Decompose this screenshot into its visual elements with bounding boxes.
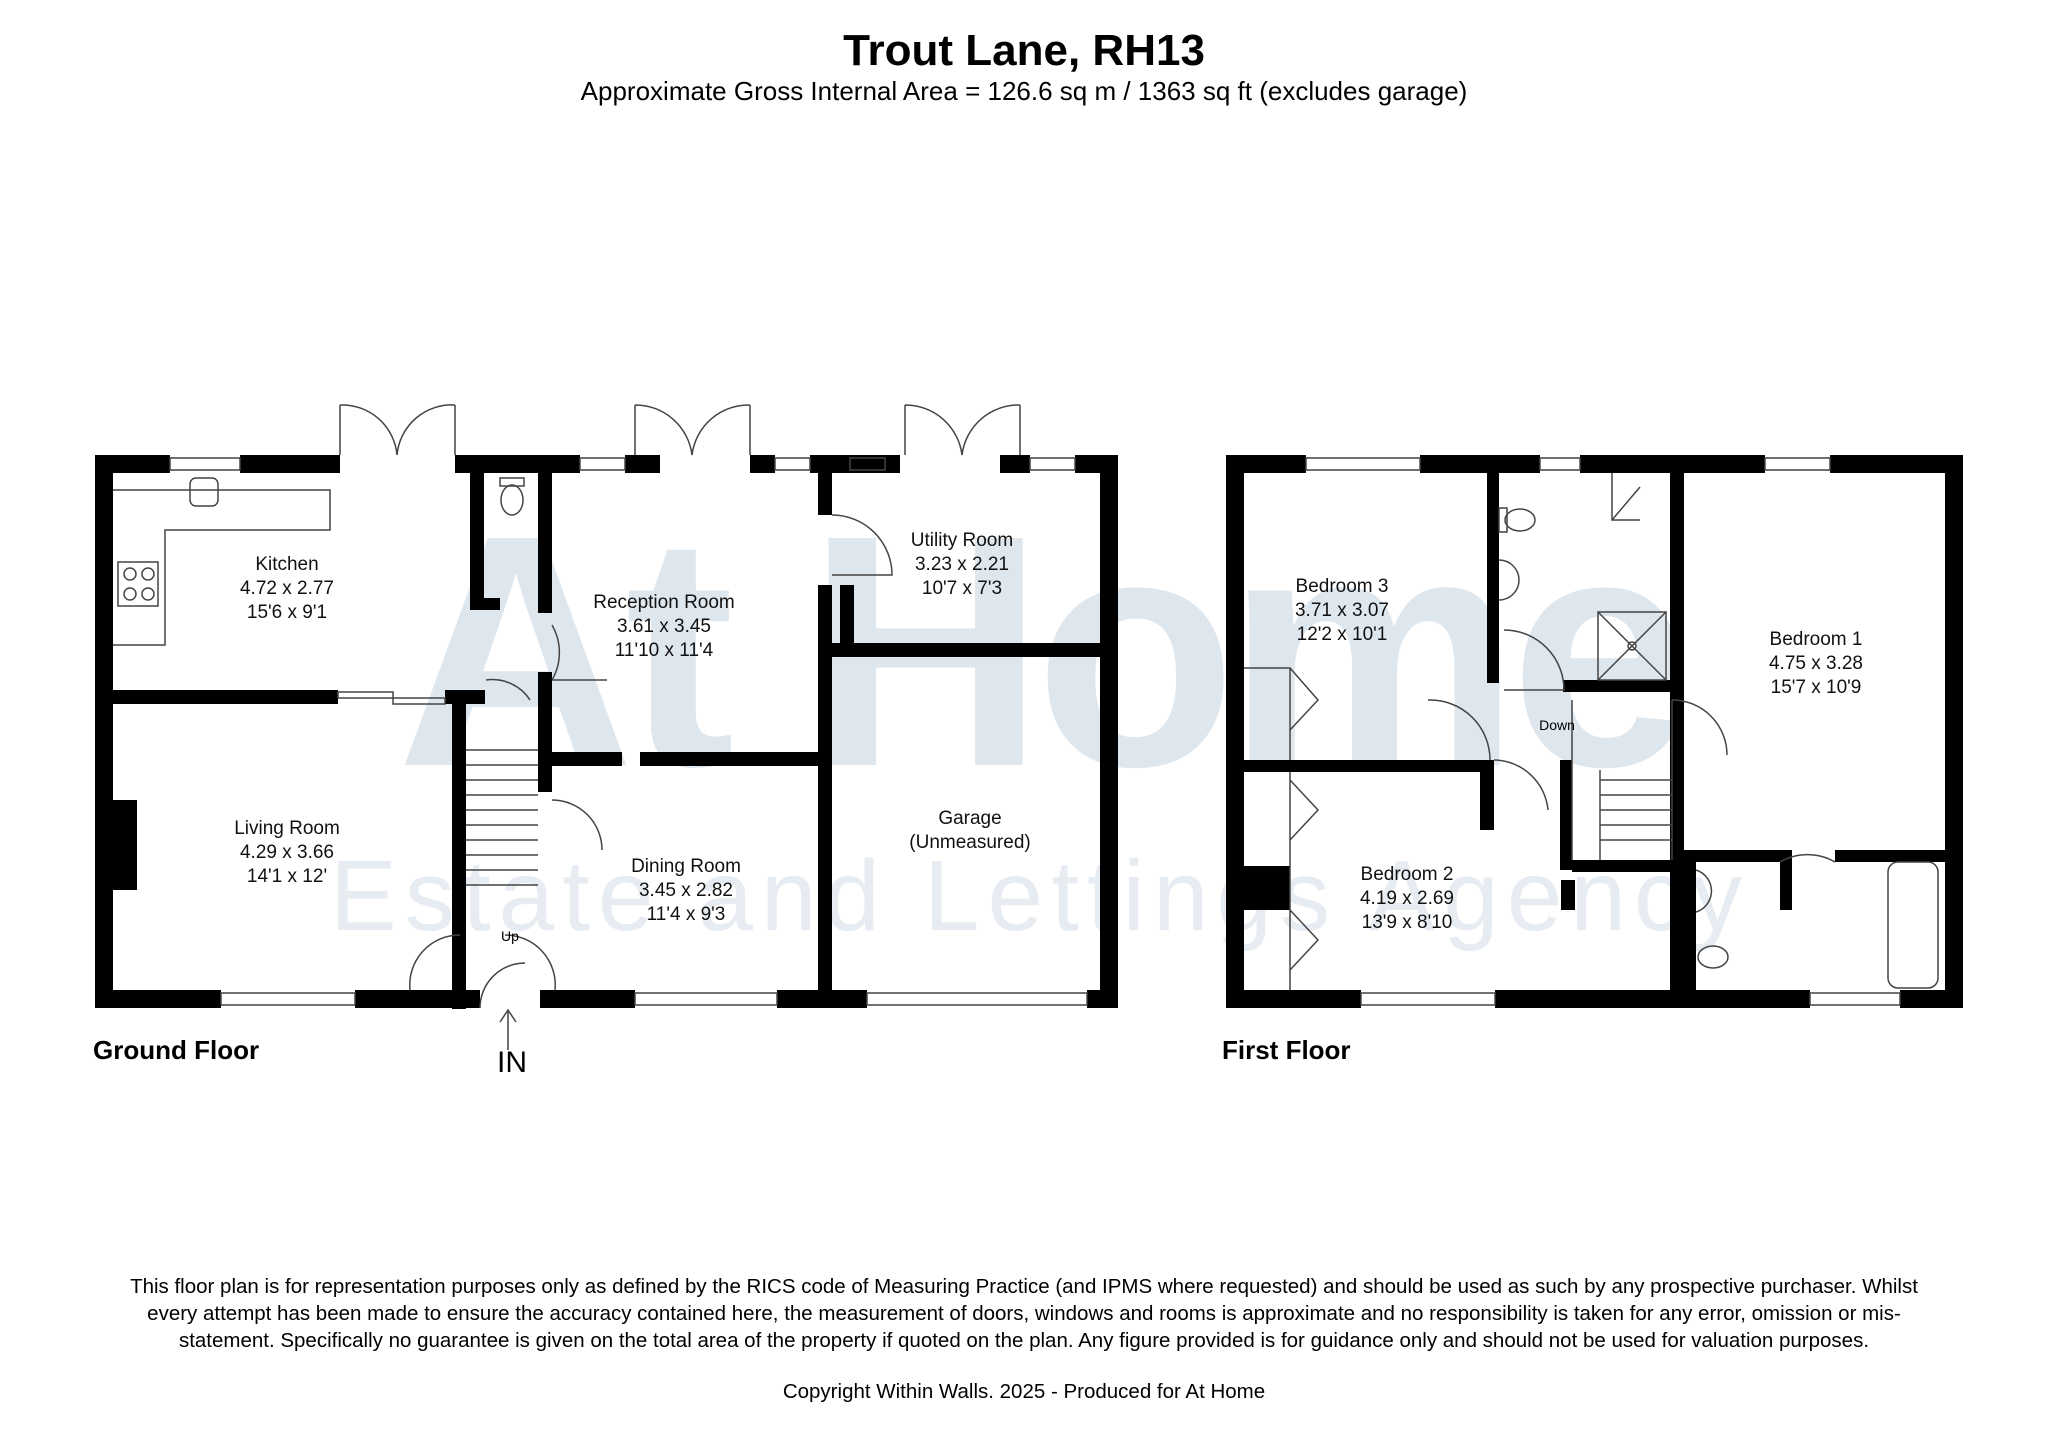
stairs-down-label: Down <box>1539 717 1575 733</box>
watermark: At Home Estate and Lettings Agency <box>330 466 1750 952</box>
room-bedroom-1: Bedroom 1 4.75 x 3.28 15'7 x 10'9 <box>1769 629 1863 698</box>
room-metric: 3.71 x 3.07 <box>1295 600 1389 621</box>
room-imperial: 11'4 x 9'3 <box>647 904 726 925</box>
room-imperial: 15'6 x 9'1 <box>247 602 327 623</box>
room-utility: Utility Room 3.23 x 2.21 10'7 x 7'3 <box>911 530 1013 599</box>
room-name: Bedroom 3 <box>1296 576 1389 597</box>
ground-floor-labels: Kitchen 4.72 x 2.77 15'6 x 9'1 Reception… <box>234 530 1031 1079</box>
copyright-text: Copyright Within Walls. 2025 - Produced … <box>782 1380 1266 1403</box>
room-imperial: 15'7 x 10'9 <box>1771 677 1862 698</box>
room-metric: 3.45 x 2.82 <box>639 880 733 901</box>
room-metric: 3.23 x 2.21 <box>915 554 1009 575</box>
room-living: Living Room 4.29 x 3.66 14'1 x 12' <box>234 818 340 887</box>
room-name: Kitchen <box>255 554 318 575</box>
room-imperial: 14'1 x 12' <box>247 866 327 887</box>
room-imperial: 10'7 x 7'3 <box>922 578 1002 599</box>
room-name: Garage <box>938 808 1001 829</box>
room-name: Bedroom 2 <box>1361 864 1454 885</box>
stairs-up-label: Up <box>501 928 519 944</box>
disclaimer-text: This floor plan is for representation pu… <box>130 1275 1918 1352</box>
room-imperial: 13'9 x 8'10 <box>1362 912 1453 933</box>
first-floor-labels: Bedroom 3 3.71 x 3.07 12'2 x 10'1 Bedroo… <box>1295 576 1863 933</box>
room-metric: 4.29 x 3.66 <box>240 842 334 863</box>
room-name: Living Room <box>234 818 340 839</box>
room-metric: 3.61 x 3.45 <box>617 616 711 637</box>
first-floor-details <box>1244 457 1939 1006</box>
ground-floor-plan <box>95 455 1118 1009</box>
room-name: Reception Room <box>593 592 735 613</box>
ground-floor-details <box>113 404 1088 1050</box>
entrance-label: IN <box>497 1046 527 1079</box>
wall <box>95 455 113 1008</box>
room-name: Dining Room <box>631 856 741 877</box>
watermark-tagline: Estate and Lettings Agency <box>330 840 1750 952</box>
room-metric: 4.72 x 2.77 <box>240 578 334 599</box>
room-bedroom-3: Bedroom 3 3.71 x 3.07 12'2 x 10'1 <box>1295 576 1389 645</box>
room-dining: Dining Room 3.45 x 2.82 11'4 x 9'3 <box>631 856 741 925</box>
room-metric: 4.75 x 3.28 <box>1769 653 1863 674</box>
page-title: Trout Lane, RH13 <box>843 26 1205 75</box>
room-reception: Reception Room 3.61 x 3.45 11'10 x 11'4 <box>593 592 735 661</box>
area-subtitle: Approximate Gross Internal Area = 126.6 … <box>580 76 1468 106</box>
room-imperial: 11'10 x 11'4 <box>615 640 714 661</box>
ground-floor-label: Ground Floor <box>93 1035 260 1065</box>
room-metric: 4.19 x 2.69 <box>1360 888 1454 909</box>
room-imperial: 12'2 x 10'1 <box>1297 624 1388 645</box>
room-bedroom-2: Bedroom 2 4.19 x 2.69 13'9 x 8'10 <box>1360 864 1454 933</box>
room-name: Bedroom 1 <box>1770 629 1863 650</box>
room-note: (Unmeasured) <box>909 832 1030 853</box>
first-floor-plan <box>1226 455 1963 1008</box>
room-name: Utility Room <box>911 530 1013 551</box>
room-garage: Garage (Unmeasured) <box>909 808 1030 853</box>
room-kitchen: Kitchen 4.72 x 2.77 15'6 x 9'1 <box>240 554 334 623</box>
first-floor-label: First Floor <box>1222 1035 1351 1065</box>
